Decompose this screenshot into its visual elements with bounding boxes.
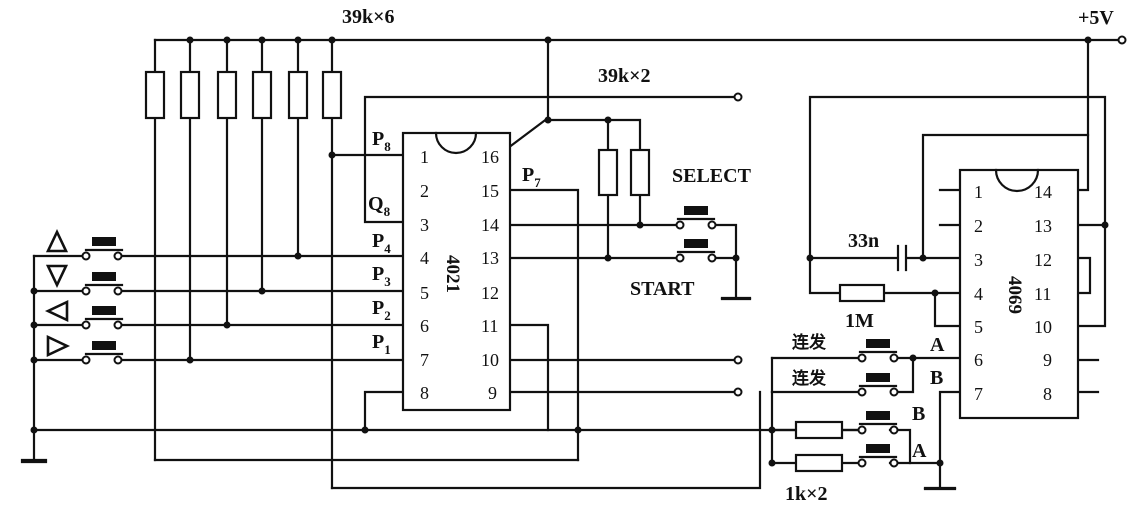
ic-4069-pin: 13 <box>1034 216 1052 236</box>
ic-4069-pin: 4 <box>974 284 983 304</box>
label-start: START <box>630 278 695 300</box>
resistor-1k-a <box>794 420 844 440</box>
signal-label-p7: P7 <box>522 164 541 190</box>
up-triangle-icon <box>45 228 69 253</box>
ic-4021-pin: 13 <box>481 248 499 268</box>
resistor-bank-39k <box>144 70 343 120</box>
label-resistor-1m: 1M <box>845 310 874 332</box>
label-39k-x2: 39k×2 <box>598 65 651 87</box>
signal-label-q8: Q8 <box>368 193 391 219</box>
resistor-4 <box>251 70 273 120</box>
ic-4021-pin: 3 <box>420 215 429 235</box>
ground-bars <box>20 297 957 491</box>
right-triangle-icon <box>46 334 71 358</box>
ic-4069-pin: 3 <box>974 250 983 270</box>
button-b[interactable] <box>857 411 899 435</box>
button-rapid-a[interactable] <box>857 339 899 363</box>
label-capacitor-33n: 33n <box>848 230 879 252</box>
label-line-a-top: A <box>930 334 945 356</box>
ic-4069-pin: 10 <box>1034 317 1052 337</box>
label-rapid-fire-a: 连发 <box>792 332 827 353</box>
resistor-2 <box>179 70 201 120</box>
label-rapid-fire-b: 连发 <box>792 368 827 389</box>
ic-4069-pin: 2 <box>974 216 983 236</box>
ic-4021-pin: 11 <box>481 316 498 336</box>
resistor-7 <box>597 148 619 197</box>
ic-4069-pin: 6 <box>974 350 983 370</box>
button-rapid-b[interactable] <box>857 373 899 397</box>
junction-dots <box>30 36 1109 467</box>
resistor-pair-39k <box>597 148 651 197</box>
ic-4021-pin: 6 <box>420 316 429 336</box>
ic-4021-body <box>401 131 512 412</box>
ic-4021-pin: 5 <box>420 283 429 303</box>
terminals <box>733 35 1127 397</box>
ic-4021-pin: 14 <box>481 215 499 235</box>
left-triangle-icon <box>44 299 69 323</box>
label-select: SELECT <box>672 165 752 187</box>
ic-4021: 4021 1 2 3 4 5 6 7 8 16 15 14 13 12 11 1… <box>401 131 512 412</box>
ic-4021-pin: 12 <box>481 283 499 303</box>
direction-buttons <box>81 237 124 365</box>
down-triangle-icon <box>45 264 69 289</box>
ic-4069-pin: 5 <box>974 317 983 337</box>
signal-label-p3: P3 <box>372 263 391 289</box>
ic-4069-pin: 9 <box>1043 350 1052 370</box>
resistor-1k-b <box>794 453 844 473</box>
ic-4021-pin: 7 <box>420 350 429 370</box>
resistor-8 <box>629 148 651 197</box>
label-line-b-bottom: B <box>912 403 925 425</box>
resistor-3 <box>216 70 238 120</box>
signal-label-p4: P4 <box>372 230 391 256</box>
ic-4069: 4069 1 2 3 4 5 6 7 14 13 12 11 10 9 8 <box>958 168 1080 420</box>
resistor-5 <box>287 70 309 120</box>
ic-4021-pin: 15 <box>481 181 499 201</box>
ic-4021-pin: 8 <box>420 383 429 403</box>
button-a[interactable] <box>857 444 899 468</box>
signal-label-p2: P2 <box>372 297 391 323</box>
button-start[interactable] <box>675 239 717 263</box>
capacitor-33n <box>896 244 908 272</box>
label-line-b-top: B <box>930 367 943 389</box>
signal-label-p1: P1 <box>372 331 391 357</box>
ic-4021-pin: 16 <box>481 147 499 167</box>
ic-4021-pin: 1 <box>420 147 429 167</box>
button-select[interactable] <box>675 206 717 230</box>
signal-label-p8: P8 <box>372 128 391 154</box>
ic-4069-pin: 7 <box>974 384 983 404</box>
ic-4069-pin: 14 <box>1034 182 1052 202</box>
rapid-fire-buttons <box>857 339 899 468</box>
resistor-1m <box>838 283 886 303</box>
ic-4069-body <box>958 168 1080 420</box>
ic-4021-pin: 10 <box>481 350 499 370</box>
ic-4021-pin: 9 <box>488 383 497 403</box>
resistor-1 <box>144 70 166 120</box>
button-down[interactable] <box>81 272 124 296</box>
ic-4021-label: 4021 <box>442 255 463 293</box>
wires <box>20 38 1124 490</box>
resistor-6 <box>321 70 343 120</box>
ic-4069-pin: 1 <box>974 182 983 202</box>
ic-4021-pin: 4 <box>420 248 429 268</box>
button-up[interactable] <box>81 237 124 261</box>
label-line-a-bottom: A <box>912 440 927 462</box>
ic-4069-pin: 11 <box>1034 284 1051 304</box>
ic-4069-label: 4069 <box>1004 276 1025 314</box>
label-1k-x2: 1k×2 <box>785 483 828 505</box>
button-right[interactable] <box>81 341 124 365</box>
ic-4069-pin: 8 <box>1043 384 1052 404</box>
ic-4021-pin: 2 <box>420 181 429 201</box>
label-39k-x6: 39k×6 <box>342 6 395 28</box>
ic-4069-pin: 12 <box>1034 250 1052 270</box>
label-supply-5v: +5V <box>1078 7 1114 29</box>
button-left[interactable] <box>81 306 124 330</box>
